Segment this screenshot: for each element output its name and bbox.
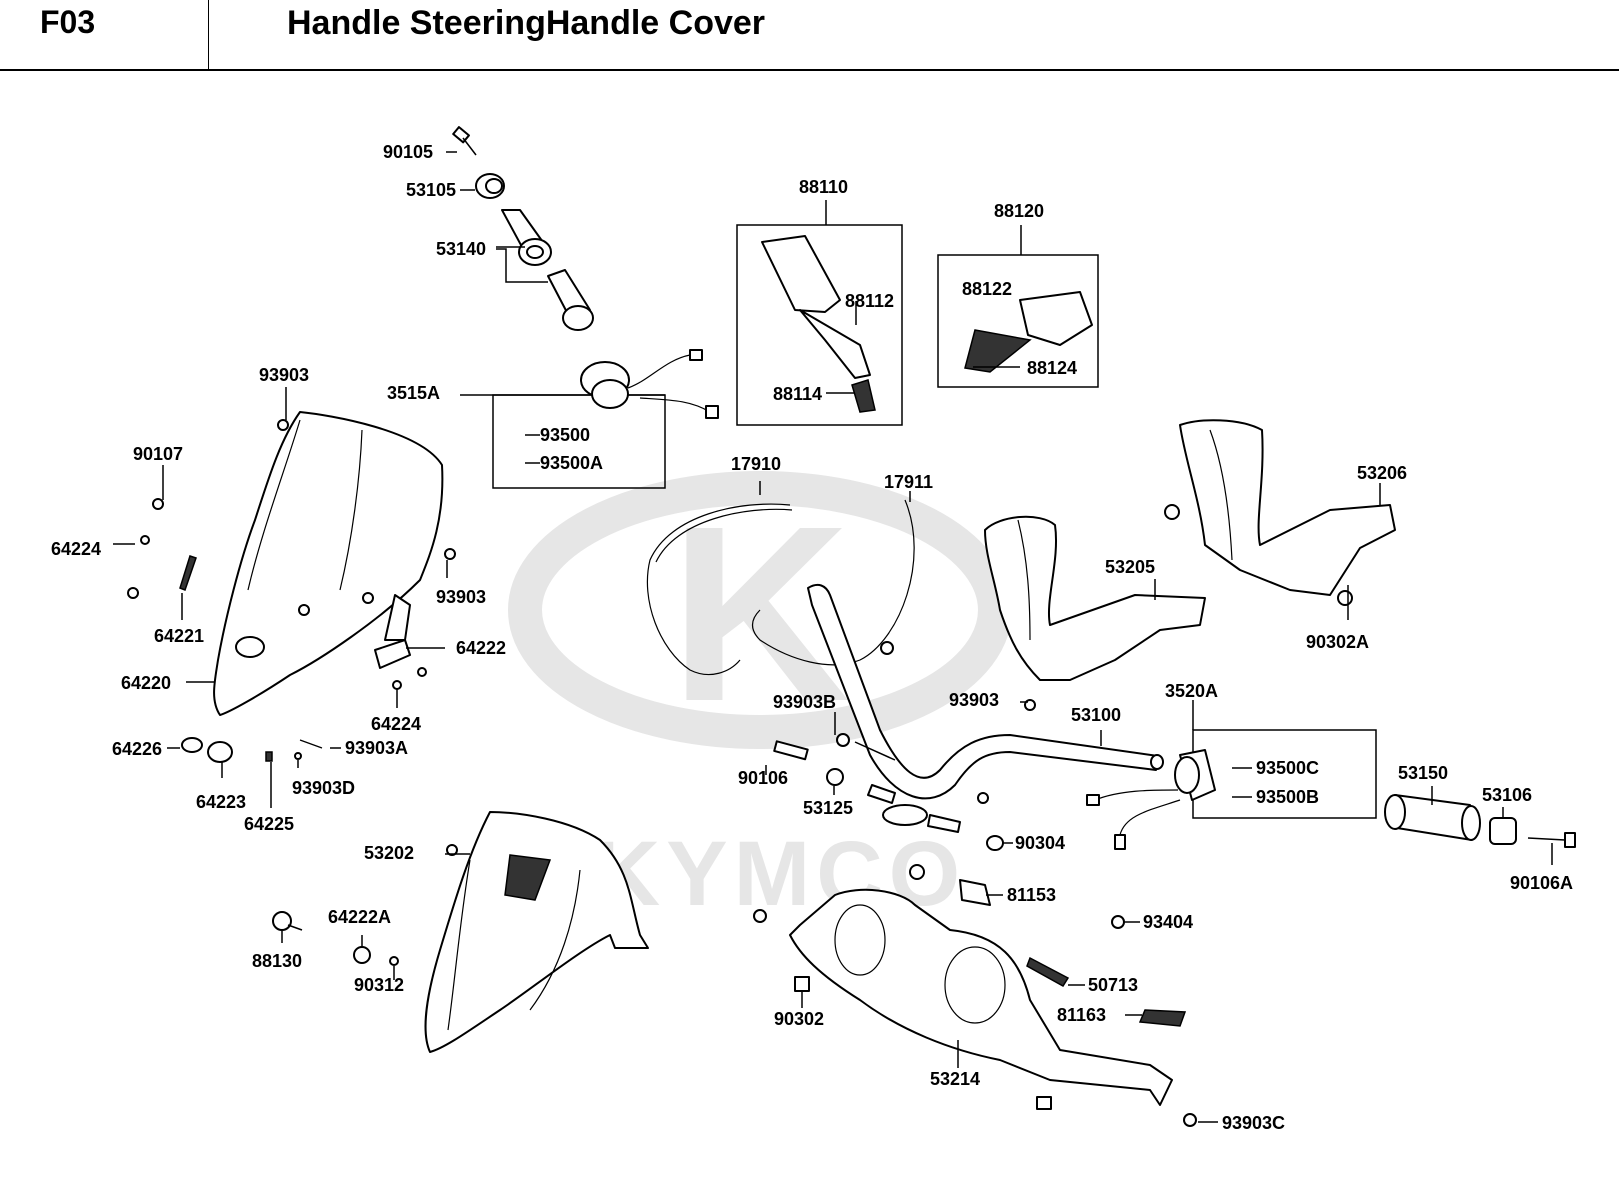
header-rule [0,69,1619,71]
switch-3520A [1086,749,1216,850]
weight-53105 [475,173,505,199]
label-53100: 53100 [1071,705,1121,725]
mirror-88120 [964,291,1093,373]
group-box-3515A [460,394,666,489]
label-93903D: 93903D [292,778,355,798]
section-code: F03 [40,4,96,40]
label-64221: 64221 [154,626,204,646]
bracket-64222 [374,639,411,669]
label-3515A: 3515A [387,383,440,403]
label-93500C: 93500C [1256,758,1319,778]
label-93500B: 93500B [1256,787,1319,807]
label-93903C: 93903C [1222,1113,1285,1133]
label-53140: 53140 [436,239,486,259]
label-64222A: 64222A [328,907,391,927]
bolt-90106A [1527,832,1576,848]
label-64220: 64220 [121,673,171,693]
label-90302A: 90302A [1306,632,1369,652]
label-88112: 88112 [845,291,894,311]
label-90312: 90312 [354,975,404,995]
leader-lines [113,151,1553,1123]
label-88114: 88114 [773,384,822,404]
label-3520A: 3520A [1165,681,1218,701]
label-93903B: 93903B [773,692,836,712]
label-90105: 90105 [383,142,433,162]
label-53125: 53125 [803,798,853,818]
cover-53206 [1164,419,1396,606]
label-93903: 93903 [436,587,486,607]
label-81163: 81163 [1057,1005,1106,1025]
cable-17910 [646,503,793,675]
mirror-88110 [761,235,876,413]
label-88130: 88130 [252,951,302,971]
label-64226: 64226 [112,739,162,759]
label-93903A: 93903A [345,738,408,758]
handlebar-53100 [807,583,1164,833]
cover-53202 [424,811,649,1053]
label-88110: 88110 [799,177,848,197]
label-81153: 81153 [1007,885,1056,905]
label-93903: 93903 [259,365,309,385]
group-box-88120 [937,225,1099,388]
label-53106: 53106 [1482,785,1532,805]
label-53105: 53105 [406,180,456,200]
bolt-90105 [452,126,477,156]
misc-hardware-bottom [272,879,1125,966]
label-90304: 90304 [1015,833,1065,853]
label-93903: 93903 [949,690,999,710]
group-box-88110 [736,200,903,426]
page-header: F03 Handle SteeringHandle Cover [0,0,1619,71]
label-53214: 53214 [930,1069,980,1089]
page-title: Handle SteeringHandle Cover [287,4,766,42]
grip-53150 [1384,794,1481,841]
label-90106: 90106 [738,768,788,788]
label-17910: 17910 [731,454,781,474]
label-53205: 53205 [1105,557,1155,577]
switch-3515A [580,349,719,419]
label-64224: 64224 [371,714,421,734]
part-labels: 90105 53105 53140 88110 88112 88114 8812… [51,142,1573,1133]
cover-53214 [753,888,1197,1127]
small-hardware-left [127,419,456,763]
grip-53140 [501,209,594,331]
label-64224: 64224 [51,539,101,559]
label-64225: 64225 [244,814,294,834]
windscreen-64220 [213,411,444,716]
label-93404: 93404 [1143,912,1193,932]
label-64223: 64223 [196,792,246,812]
label-90107: 90107 [133,444,183,464]
cover-53205 [984,515,1206,681]
label-53202: 53202 [364,843,414,863]
label-93500: 93500 [540,425,590,445]
label-88122: 88122 [962,279,1012,299]
label-53150: 53150 [1398,763,1448,783]
label-88120: 88120 [994,201,1044,221]
label-50713: 50713 [1088,975,1138,995]
label-93500A: 93500A [540,453,603,473]
header-divider [208,0,209,70]
label-17911: 17911 [884,472,933,492]
label-90106A: 90106A [1510,873,1573,893]
weight-53106 [1489,817,1517,845]
label-53206: 53206 [1357,463,1407,483]
label-88124: 88124 [1027,358,1077,378]
label-64222: 64222 [456,638,506,658]
label-90302: 90302 [774,1009,824,1029]
